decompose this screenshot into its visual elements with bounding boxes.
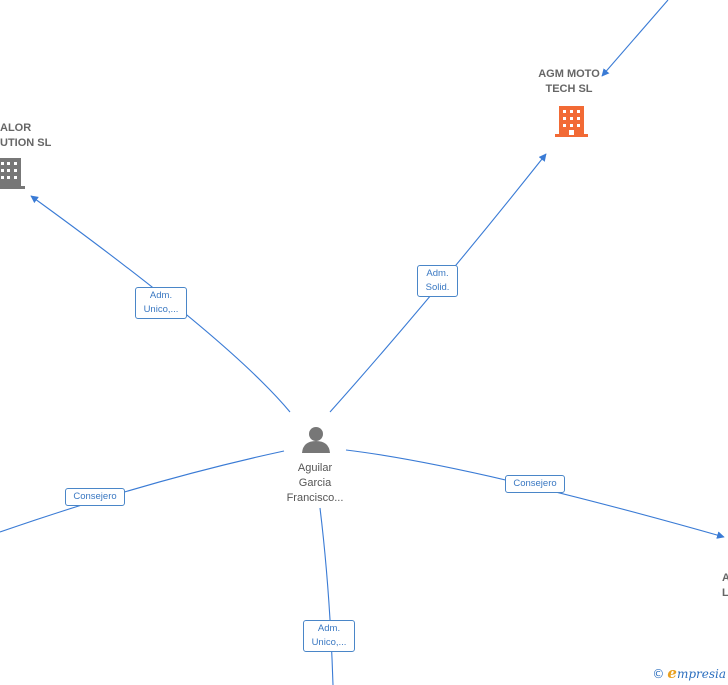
building-icon-agm[interactable]: [555, 106, 588, 137]
edge-label-adm-unico-bottom[interactable]: Adm. Unico,...: [303, 620, 355, 652]
edge-label-consejero-left[interactable]: Consejero: [65, 488, 125, 506]
edge-label-consejero-right[interactable]: Consejero: [505, 475, 565, 493]
brand-name: mpresia: [676, 667, 726, 681]
person-name[interactable]: Aguilar Garcia Francisco...: [286, 462, 344, 504]
building-icon-left[interactable]: [0, 158, 25, 189]
edge-label-adm-unico-left[interactable]: Adm. Unico,...: [135, 287, 187, 319]
edge-line-incoming-agm: [601, 0, 669, 77]
person-icon[interactable]: [302, 427, 330, 453]
copyright-symbol: ©: [652, 667, 665, 681]
edge-line-to-far-left: [0, 450, 285, 533]
edge-label-adm-solid[interactable]: Adm. Solid.: [417, 265, 458, 297]
empresia-watermark: ©empresia: [652, 664, 726, 682]
brand-initial: e: [667, 664, 677, 682]
edge-line-to-bottom: [319, 507, 334, 685]
company-name-agm[interactable]: AGM MOTO TECH SL: [538, 68, 600, 95]
company-name-right-partial[interactable]: A L: [722, 572, 728, 599]
company-name-left[interactable]: ALOR UTION SL: [0, 122, 52, 149]
edge-line-to-left: [30, 195, 291, 413]
edge-line-to-right: [345, 449, 725, 539]
